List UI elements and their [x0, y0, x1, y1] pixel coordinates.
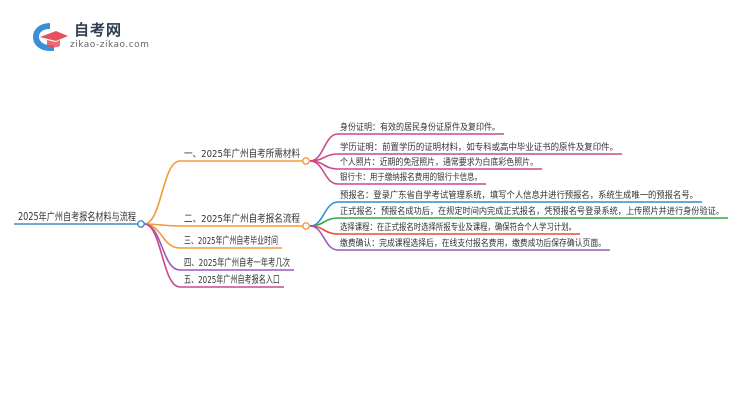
root-node-dot[interactable]: [137, 220, 145, 228]
branch-label-3: 三、2025年广州自考毕业时间: [184, 234, 278, 247]
leaf-label-1-3: 个人照片：近期的免冠照片，通常要求为白底彩色照片。: [340, 156, 538, 168]
branch-edge-3: [143, 223, 181, 249]
leaf-label-1-4: 银行卡：用于缴纳报名费用的银行卡信息。: [340, 171, 482, 183]
leaf-label-1-1: 身份证明：有效的居民身份证原件及复印件。: [340, 121, 500, 133]
branch-edge-1: [143, 160, 181, 225]
branch-label-1: 一、2025年广州自考所需材料: [184, 147, 300, 160]
logo-mark-icon: [33, 23, 68, 51]
logo-title: 自考网: [74, 21, 123, 39]
branch-label-4: 四、2025年广州自考一年考几次: [184, 256, 290, 269]
leaf-edge-1-4: [309, 160, 339, 185]
branch-edge-5: [143, 223, 181, 288]
leaf-label-1-2: 学历证明：前置学历的证明材料，如专科或高中毕业证书的原件及复印件。: [340, 141, 618, 153]
leaf-edge-2-4: [309, 225, 339, 251]
site-logo[interactable]: 自考网 zikao-zikao.com: [30, 18, 160, 54]
leaf-label-2-1: 预报名：登录广东省自学考试管理系统，填写个人信息并进行预报名，系统生成唯一的预报…: [340, 189, 698, 201]
logo-domain: zikao-zikao.com: [70, 40, 150, 50]
leaf-edge-1-2: [309, 153, 339, 162]
mindmap-nodes: 2025年广州自考报名材料与流程 一、2025年广州自考所需材料 身份证明：有效的居…: [18, 121, 724, 286]
branch-label-2: 二、2025年广州自考报名流程: [184, 212, 300, 225]
leaf-label-2-4: 缴费确认：完成课程选择后，在线支付报名费用，缴费成功后保存确认页面。: [340, 237, 606, 249]
root-node-label: 2025年广州自考报名材料与流程: [18, 210, 136, 223]
mindmap-edges: [14, 133, 728, 288]
branch-label-5: 五、2025年广州自考报名入口: [184, 273, 280, 286]
leaf-label-2-3: 选择课程：在正式报名时选择所报专业及课程，确保符合个人学习计划。: [340, 221, 576, 233]
leaf-label-2-2: 正式报名：预报名成功后，在规定时间内完成正式报名，凭预报名号登录系统，上传照片并…: [340, 205, 724, 217]
branch-dot-2[interactable]: [302, 222, 310, 230]
branch-dot-1[interactable]: [302, 157, 310, 165]
